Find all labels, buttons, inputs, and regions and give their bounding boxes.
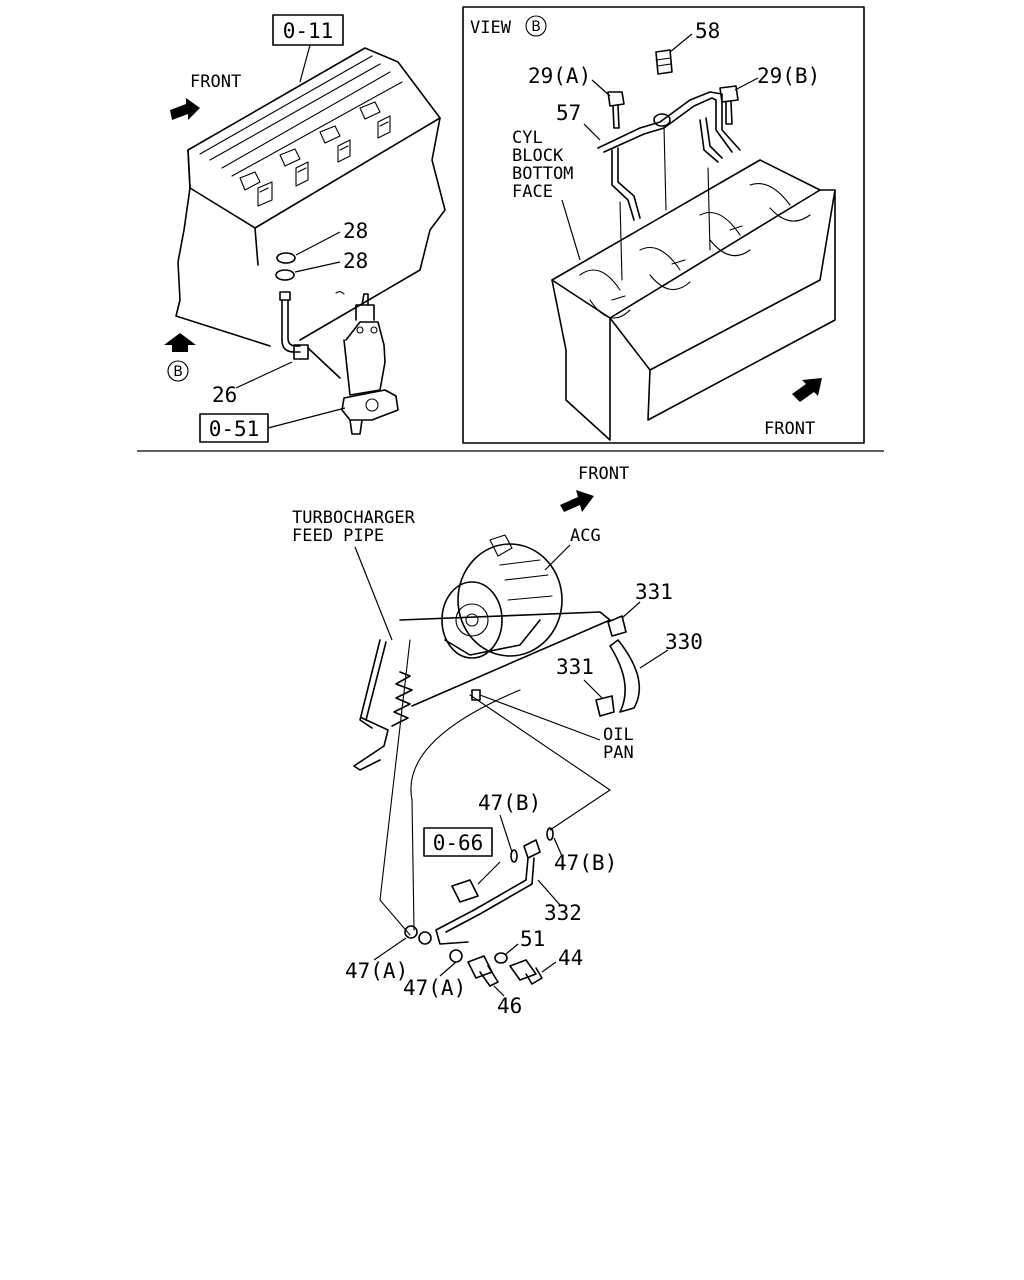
view-b-title-marker: B xyxy=(531,19,541,35)
bolt-44 xyxy=(509,959,537,981)
view-b-marker xyxy=(167,360,189,382)
turbo-oil-view: FRONT TURBOCHARGER FEED PIPE ACG 331 xyxy=(292,464,703,1018)
feed-pipe-label-line2: FEED PIPE xyxy=(292,526,384,546)
face-label-line3: BOTTOM xyxy=(512,164,573,184)
gasket-47b-right xyxy=(546,827,554,841)
face-label-line1: CYL xyxy=(512,128,543,148)
view-b-arrow-icon xyxy=(164,333,196,352)
callout-46: 46 xyxy=(497,994,522,1018)
callout-330: 330 xyxy=(665,630,703,654)
front-arrow-view-b-icon xyxy=(792,378,822,402)
callout-47b-right: 47(B) xyxy=(554,851,617,875)
ref-label-0-51: 0-51 xyxy=(209,417,260,441)
view-b-frame xyxy=(462,6,865,444)
face-label-line4: FACE xyxy=(512,182,553,202)
callout-29b: 29(B) xyxy=(757,64,820,88)
callout-47a-lower: 47(A) xyxy=(403,976,466,1000)
gasket-51 xyxy=(494,952,508,964)
callout-28-lower: 28 xyxy=(343,249,368,273)
acg-label: ACG xyxy=(570,526,601,546)
callout-332: 332 xyxy=(544,901,582,925)
feed-pipe-label-line1: TURBOCHARGER xyxy=(292,508,416,528)
hose-clip-upper xyxy=(607,615,627,637)
o-ring-lower xyxy=(275,269,295,281)
oil-pan-label-line1: OIL xyxy=(603,725,634,745)
gasket-47b-upper xyxy=(510,849,518,863)
o-ring-upper xyxy=(276,252,296,264)
callout-26: 26 xyxy=(212,383,237,407)
view-b-panel: VIEW B 58 29(A) 29(B) 57 CYL BLOCK BOTTO… xyxy=(462,6,865,444)
callout-47b-upper: 47(B) xyxy=(478,791,541,815)
oil-hose-330 xyxy=(609,639,641,713)
gasket-47a-left xyxy=(404,925,418,939)
engine-block-view: 0-11 FRONT 28 28 26 xyxy=(164,14,446,443)
callout-51: 51 xyxy=(520,927,545,951)
callout-331-upper: 331 xyxy=(635,580,673,604)
front-label-bottom: FRONT xyxy=(578,464,629,484)
gasket-47a-lower xyxy=(449,949,463,963)
front-arrow-bottom-icon xyxy=(560,490,594,512)
callout-44: 44 xyxy=(558,946,583,970)
ref-label-0-66: 0-66 xyxy=(433,831,484,855)
front-label-top-left: FRONT xyxy=(190,72,241,92)
callout-47a-left: 47(A) xyxy=(345,959,408,983)
union-bolt-0-66 xyxy=(451,879,479,903)
ref-label-0-11: 0-11 xyxy=(283,19,334,43)
front-arrow-icon xyxy=(170,98,200,120)
face-label-line2: BLOCK xyxy=(512,146,564,166)
alternator xyxy=(441,534,563,659)
ref-box-0-11 xyxy=(272,14,344,46)
hose-clip-lower xyxy=(595,695,615,717)
front-label-view-b: FRONT xyxy=(764,419,815,439)
oil-pan-label-line2: PAN xyxy=(603,743,634,763)
svg-text:B: B xyxy=(173,364,183,380)
callout-331-lower: 331 xyxy=(556,655,594,679)
view-b-title: VIEW xyxy=(470,18,512,38)
callout-28-upper: 28 xyxy=(343,219,368,243)
callout-58: 58 xyxy=(695,19,720,43)
ref-box-0-66 xyxy=(423,827,493,857)
callout-57: 57 xyxy=(556,101,581,125)
callout-29a: 29(A) xyxy=(528,64,591,88)
